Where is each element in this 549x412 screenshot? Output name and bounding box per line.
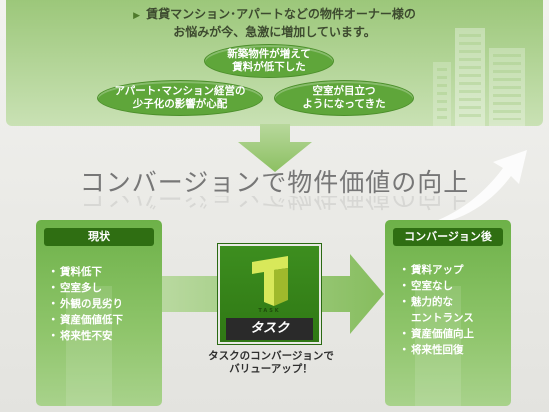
- building-graphic: [489, 48, 525, 126]
- headline-line-2: お悩みが今、急激に増加しています。: [173, 25, 376, 39]
- list-item: 空室なし: [399, 278, 474, 294]
- triangle-bullet-icon: ▶: [133, 11, 141, 21]
- after-conversion-panel: コンバージョン後 賃料アップ 空室なし 魅力的な エントランス 資産価値向上 将…: [385, 220, 511, 406]
- list-item: 資産価値低下: [48, 312, 123, 328]
- list-item: 賃料アップ: [399, 262, 474, 278]
- current-status-panel: 現状 賃料低下 空室多し 外観の見劣り 資産価値低下 将来性不安: [36, 220, 162, 406]
- list-item: 外観の見劣り: [48, 296, 123, 312]
- headline-line-1: 賃貸マンション･アパートなどの物件オーナー様の: [146, 7, 416, 21]
- list-item: 将来性不安: [48, 328, 123, 344]
- top-concerns-panel: ▶ 賃貸マンション･アパートなどの物件オーナー様の お悩みが今、急激に増加していま…: [6, 0, 543, 126]
- building-graphic: [433, 62, 451, 126]
- concern-bubble: 新築物件が増えて 賃料が低下した: [204, 44, 334, 78]
- task-logo-mark-icon: [252, 256, 288, 306]
- current-status-heading: 現状: [44, 228, 154, 246]
- concern-bubble: アパート･マンション経営の 少子化の影響が心配: [97, 80, 263, 116]
- list-item: 将来性回復: [399, 342, 474, 358]
- title-reflection: コンバージョンで物件価値の向上: [79, 196, 470, 212]
- list-item: 魅力的な エントランス: [399, 294, 474, 326]
- after-conversion-heading: コンバージョン後: [393, 228, 503, 246]
- main-title: コンバージョンで物件価値の向上: [79, 168, 470, 197]
- list-item: 資産価値向上: [399, 326, 474, 342]
- logo-name: タスク: [226, 318, 313, 340]
- down-arrow-icon: [238, 124, 312, 172]
- upward-swoosh-icon: [421, 150, 527, 226]
- list-item: 空室多し: [48, 280, 123, 296]
- concern-bubble: 空室が目立つ ようになってきた: [274, 80, 414, 116]
- concerns-headline: ▶ 賃貸マンション･アパートなどの物件オーナー様の お悩みが今、急激に増加していま…: [6, 6, 543, 40]
- logo-wordmark: TASK: [258, 308, 281, 314]
- task-logo: TASK タスク: [217, 243, 322, 345]
- building-graphic: [455, 28, 485, 126]
- list-item: 賃料低下: [48, 264, 123, 280]
- value-up-caption: タスクのコンバージョンで バリューアップ！: [208, 350, 334, 375]
